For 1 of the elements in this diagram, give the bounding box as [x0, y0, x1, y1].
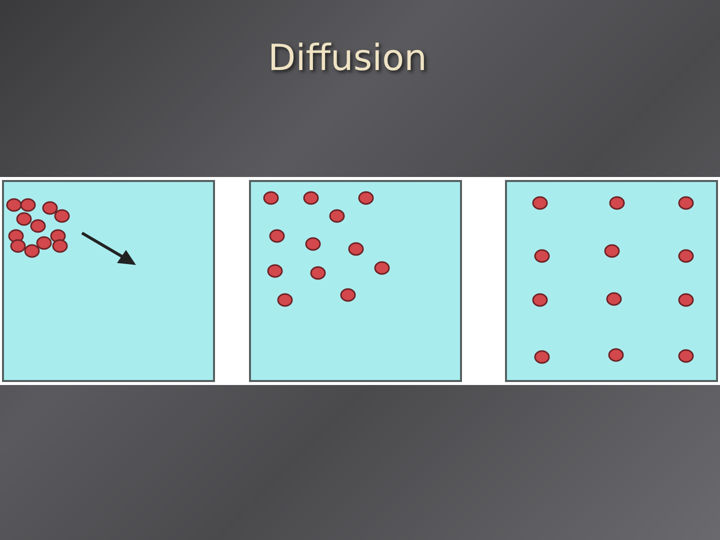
slide-title: Diffusion: [268, 38, 427, 79]
